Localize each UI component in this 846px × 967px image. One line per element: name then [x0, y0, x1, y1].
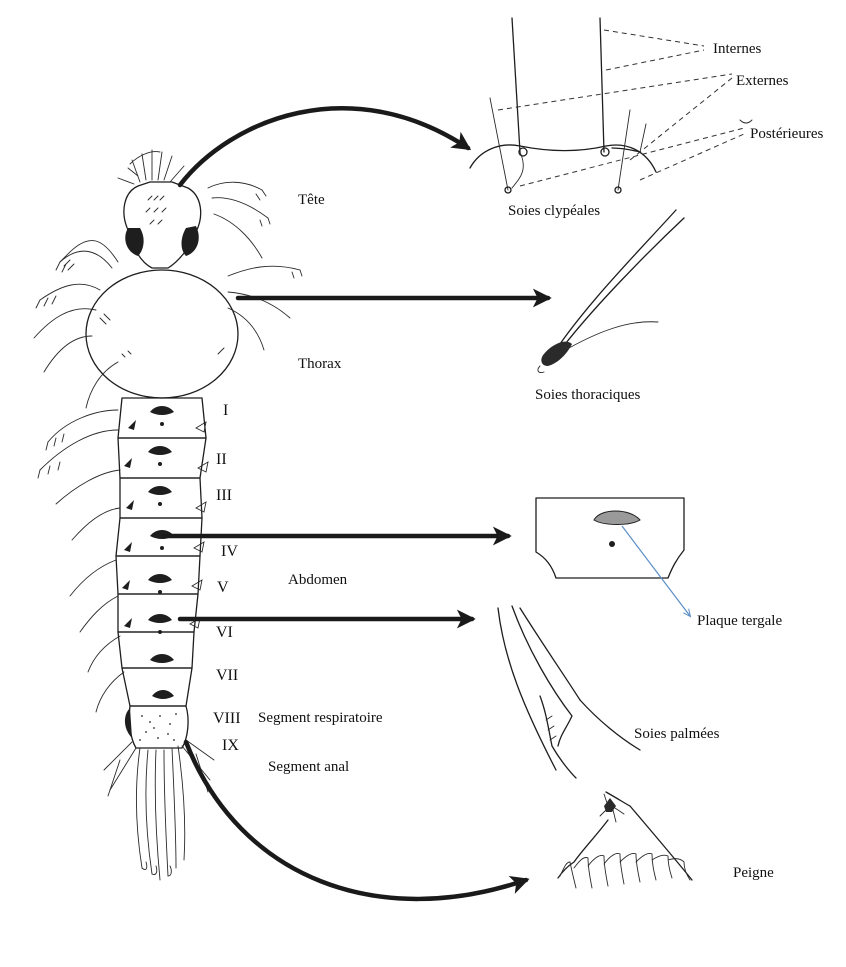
- thorax-marks: [100, 314, 224, 357]
- label-segment-respiratoire: Segment respiratoire: [258, 711, 383, 726]
- segment-label-IX: IX: [222, 738, 239, 754]
- soies-palmees-drawing: [498, 606, 640, 778]
- label-posterieures: Postérieures: [750, 127, 823, 142]
- label-soies-thoraciques: Soies thoraciques: [535, 388, 640, 403]
- soies-thoraciques-drawing: [538, 210, 684, 373]
- larva-body: [34, 150, 302, 880]
- peigne-drawing: [558, 792, 692, 888]
- segment-label-VIII: VIII: [213, 711, 241, 727]
- abdominal-segments: [116, 398, 208, 748]
- arrow-head-to-clypeal: [180, 108, 468, 185]
- label-internes: Internes: [713, 42, 761, 57]
- label-soies-palmees: Soies palmées: [634, 727, 719, 742]
- anal-gills: [104, 740, 214, 880]
- segment-label-II: II: [216, 452, 227, 468]
- larva-head: [118, 150, 201, 268]
- larva-thorax: [86, 270, 238, 398]
- segment-label-III: III: [216, 488, 232, 504]
- label-soies-clypeales: Soies clypéales: [508, 204, 600, 219]
- label-tete: Tête: [298, 193, 325, 208]
- soies-clypeales-drawing: [470, 18, 752, 193]
- label-peigne: Peigne: [733, 866, 774, 881]
- segment-label-VII: VII: [216, 668, 238, 684]
- label-abdomen: Abdomen: [288, 573, 347, 588]
- label-segment-anal: Segment anal: [268, 760, 349, 775]
- plaque-tergale-drawing: [536, 498, 690, 616]
- arrow-anal-to-peigne: [186, 742, 526, 899]
- label-thorax: Thorax: [298, 357, 341, 372]
- label-externes: Externes: [736, 74, 788, 89]
- label-plaque-tergale: Plaque tergale: [697, 614, 782, 629]
- segment-label-VI: VI: [216, 625, 233, 641]
- segment-label-IV: IV: [221, 544, 238, 560]
- segment-label-V: V: [217, 580, 229, 596]
- segment-label-I: I: [223, 403, 228, 419]
